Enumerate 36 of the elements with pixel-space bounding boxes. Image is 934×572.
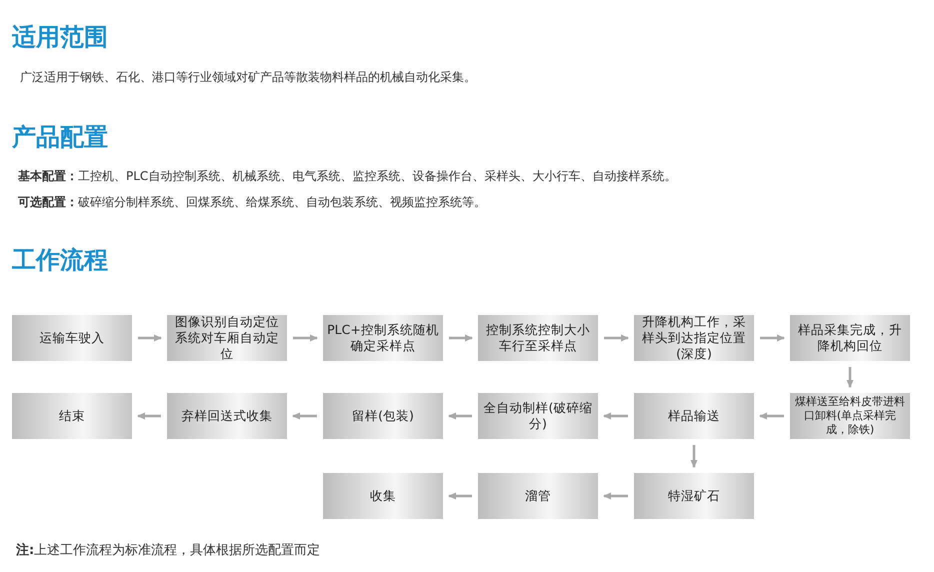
process-box: 特湿矿石 (634, 473, 754, 519)
arrow (690, 445, 698, 468)
process-box: 图像识别自动定位系统对车厢自动定位 (167, 315, 287, 361)
note-text: 注:上述工作流程为标准流程，具体根据所选配置而定 (16, 543, 320, 559)
section-heading: 产品配置 (12, 122, 108, 152)
process-box: 升降机构工作，采样头到达指定位置(深度) (634, 315, 754, 361)
arrow (138, 334, 162, 342)
process-box: 运输车驶入 (12, 315, 132, 361)
arrow (292, 412, 317, 420)
process-box: 结束 (12, 393, 132, 439)
arrow (846, 367, 854, 388)
paragraph: 基本配置：工控机、PLC自动控制系统、机械系统、电气系统、监控系统、设备操作台、采样头、大小行车、自动接样系统。 (18, 168, 676, 184)
process-box: 弃样回送式收集 (167, 393, 287, 439)
process-box: 收集 (323, 473, 443, 519)
process-box: 样品输送 (634, 393, 754, 439)
process-box: 控制系统控制大小车行至采样点 (478, 315, 598, 361)
arrow (603, 412, 628, 420)
paragraph: 可选配置：破碎缩分制样系统、回煤系统、给煤系统、自动包装系统、视频监控系统等。 (18, 194, 486, 210)
process-box: PLC+控制系统随机确定采样点 (323, 315, 443, 361)
arrow (448, 412, 472, 420)
process-box: 样品采集完成，升降机构回位 (790, 315, 910, 361)
arrow (448, 492, 472, 500)
arrow (449, 334, 473, 342)
paragraph: 广泛适用于钢铁、石化、港口等行业领域对矿产品等散装物料样品的机械自动化采集。 (20, 69, 476, 85)
section-heading: 工作流程 (12, 245, 108, 275)
arrow (137, 412, 161, 420)
arrow (604, 334, 629, 342)
arrow (293, 334, 318, 342)
arrow (759, 412, 784, 420)
arrow (760, 334, 785, 342)
process-box: 溜管 (478, 473, 598, 519)
process-box: 留样(包装) (323, 393, 443, 439)
section-heading: 适用范围 (12, 22, 108, 52)
arrow (603, 492, 628, 500)
process-box: 全自动制样(破碎缩分) (478, 393, 598, 439)
process-box: 煤样送至给料皮带进料口卸料(单点采样完成，除铁) (790, 393, 910, 439)
